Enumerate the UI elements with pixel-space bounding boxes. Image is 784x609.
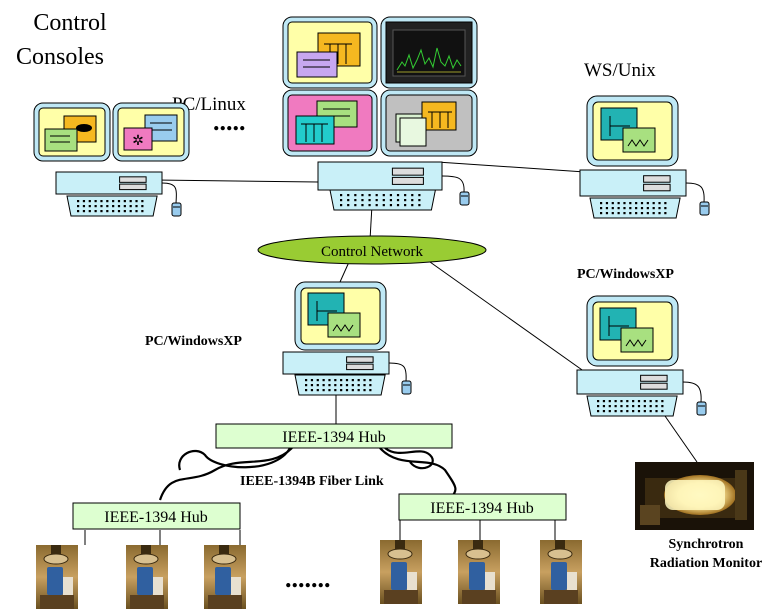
computer-body-linux-center bbox=[317, 161, 443, 191]
mouse-icon bbox=[696, 401, 707, 416]
hub-left-label: IEEE-1394 Hub bbox=[104, 509, 208, 526]
diagram-title-line2: Consoles bbox=[16, 44, 104, 70]
monitor-label-line2: Radiation Monitor bbox=[650, 556, 762, 571]
hub-main: IEEE-1394 Hub bbox=[215, 423, 453, 449]
hub-left: IEEE-1394 Hub bbox=[72, 502, 241, 530]
pc-windows-left-label: PC/WindowsXP bbox=[145, 334, 242, 349]
mouse-icon bbox=[699, 201, 710, 216]
windows-monitor-right bbox=[586, 295, 679, 367]
pc-linux-label: PC/Linux bbox=[172, 94, 246, 115]
camera-photo bbox=[126, 545, 168, 609]
fiber-link-label: IEEE-1394B Fiber Link bbox=[240, 474, 384, 489]
computer-body-linux-left bbox=[55, 171, 163, 195]
monitor-label-line1: Synchrotron bbox=[669, 537, 744, 552]
ellipsis-bottom: ....... bbox=[285, 564, 331, 593]
windows-monitor-left bbox=[294, 281, 387, 351]
connection-lines bbox=[84, 161, 698, 545]
hub-right-label: IEEE-1394 Hub bbox=[430, 500, 534, 517]
camera-photo bbox=[380, 540, 422, 604]
computers bbox=[55, 161, 710, 417]
pc-windows-right-label: PC/WindowsXP bbox=[577, 267, 674, 282]
hub-main-label: IEEE-1394 Hub bbox=[282, 429, 386, 446]
ws-unix-label: WS/Unix bbox=[584, 60, 656, 81]
camera-photo bbox=[36, 545, 78, 609]
control-network-label: Control Network bbox=[321, 244, 424, 260]
ws-unix-monitor bbox=[586, 95, 679, 167]
camera-photo bbox=[204, 545, 246, 609]
control-network: Control Network bbox=[257, 235, 487, 265]
linux-console-center bbox=[282, 16, 478, 157]
ellipsis-top: ..... bbox=[213, 107, 246, 136]
diagram-title-line1: Control bbox=[33, 10, 107, 36]
linux-console-left: ✲ bbox=[33, 102, 190, 162]
computer-body-ws-unix bbox=[579, 169, 687, 197]
radiation-monitor-photo bbox=[635, 462, 754, 530]
mouse-icon bbox=[171, 202, 182, 217]
svg-text:✲: ✲ bbox=[132, 133, 144, 149]
computer-body-windows-right bbox=[576, 369, 684, 395]
camera-photo bbox=[458, 540, 500, 604]
camera-photo bbox=[540, 540, 582, 604]
mouse-icon bbox=[459, 191, 470, 206]
camera-photos bbox=[36, 540, 582, 609]
computer-body-windows-left bbox=[282, 351, 390, 375]
hub-right: IEEE-1394 Hub bbox=[398, 493, 567, 521]
mouse-icon bbox=[401, 380, 412, 395]
